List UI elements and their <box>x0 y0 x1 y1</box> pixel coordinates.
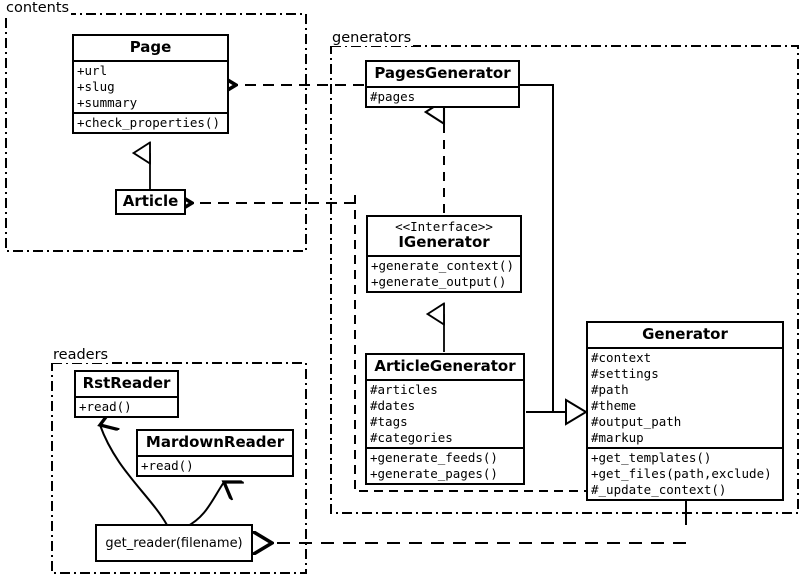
method-item: +generate_pages() <box>370 466 498 481</box>
class-attributes-pagesgenerator: #pages <box>367 86 518 106</box>
package-label-generators: generators <box>330 30 414 46</box>
function-label-get-reader: get_reader(filename) <box>105 535 243 551</box>
attribute-item: +slug <box>77 79 115 94</box>
method-item: +generate_output() <box>371 274 507 289</box>
class-attributes-page: +url +slug +summary <box>74 60 227 112</box>
attribute-item: #settings <box>591 366 659 381</box>
package-frame-readers <box>51 362 307 574</box>
class-name-mardownreader: MardownReader <box>145 433 285 451</box>
function-box-get-reader[interactable]: get_reader(filename) <box>95 524 253 562</box>
class-name-igenerator: IGenerator <box>398 233 490 251</box>
attribute-item: #dates <box>370 398 416 413</box>
method-item: +read() <box>141 458 194 473</box>
attribute-item: #tags <box>370 414 408 429</box>
method-item: #_update_context() <box>591 482 727 497</box>
class-name-pagesgenerator: PagesGenerator <box>374 64 511 82</box>
method-item: +generate_feeds() <box>370 450 498 465</box>
association-arrowhead-generator <box>565 398 588 426</box>
class-methods-generator: +get_templates() +get_files(path,exclude… <box>588 447 782 499</box>
package-frame-generators <box>330 45 799 514</box>
class-box-igenerator[interactable]: <<Interface>> IGenerator +generate_conte… <box>366 215 522 293</box>
attribute-item: #output_path <box>591 414 682 429</box>
class-name-generator: Generator <box>642 325 728 343</box>
class-methods-mardownreader: +read() <box>138 455 292 475</box>
class-methods-page: +check_properties() <box>74 112 227 132</box>
attribute-item: #markup <box>591 430 644 445</box>
class-name-rstreader: RstReader <box>82 374 171 392</box>
class-methods-igenerator: +generate_context() +generate_output() <box>368 255 520 291</box>
class-box-generator[interactable]: Generator #context #settings #path #them… <box>586 321 784 501</box>
package-label-readers: readers <box>51 347 111 363</box>
class-box-rstreader[interactable]: RstReader +read() <box>74 370 179 418</box>
class-name-articlegenerator: ArticleGenerator <box>374 357 516 375</box>
method-item: +generate_context() <box>371 258 514 273</box>
method-item: +read() <box>79 399 132 414</box>
class-name-article: Article <box>122 192 179 210</box>
class-name-page: Page <box>129 38 172 56</box>
package-inner-frame-generators <box>354 195 700 492</box>
class-header-igenerator: <<Interface>> IGenerator <box>368 217 520 255</box>
class-attributes-articlegenerator: #articles #dates #tags #categories <box>367 379 523 447</box>
class-box-page[interactable]: Page +url +slug +summary +check_properti… <box>72 34 229 134</box>
package-frame-contents <box>5 13 307 252</box>
return-getreader-rstreader <box>100 425 168 526</box>
method-item: +get_templates() <box>591 450 712 465</box>
class-box-mardownreader[interactable]: MardownReader +read() <box>136 429 294 477</box>
class-box-articlegenerator[interactable]: ArticleGenerator #articles #dates #tags … <box>365 353 525 485</box>
package-label-contents: contents <box>4 0 72 16</box>
class-box-article[interactable]: Article <box>115 189 186 215</box>
method-item: +check_properties() <box>77 115 220 130</box>
association-pagesgenerator-generator <box>520 84 554 412</box>
class-attributes-generator: #context #settings #path #theme #output_… <box>588 347 782 447</box>
attribute-item: #theme <box>591 398 637 413</box>
class-methods-articlegenerator: +generate_feeds() +generate_pages() <box>367 447 523 483</box>
attribute-item: #articles <box>370 382 438 397</box>
class-methods-rstreader: +read() <box>76 396 177 416</box>
attribute-item: #categories <box>370 430 453 445</box>
attribute-item: #context <box>591 350 652 365</box>
attribute-item: +url <box>77 63 108 78</box>
class-box-pagesgenerator[interactable]: PagesGenerator #pages <box>365 60 520 108</box>
attribute-item: #path <box>591 382 629 397</box>
class-stereotype-igenerator: <<Interface>> <box>395 219 493 234</box>
attribute-item: #pages <box>370 89 416 104</box>
method-item: +get_files(path,exclude) <box>591 466 772 481</box>
attribute-item: +summary <box>77 95 138 110</box>
return-getreader-mardownreader <box>185 482 224 528</box>
